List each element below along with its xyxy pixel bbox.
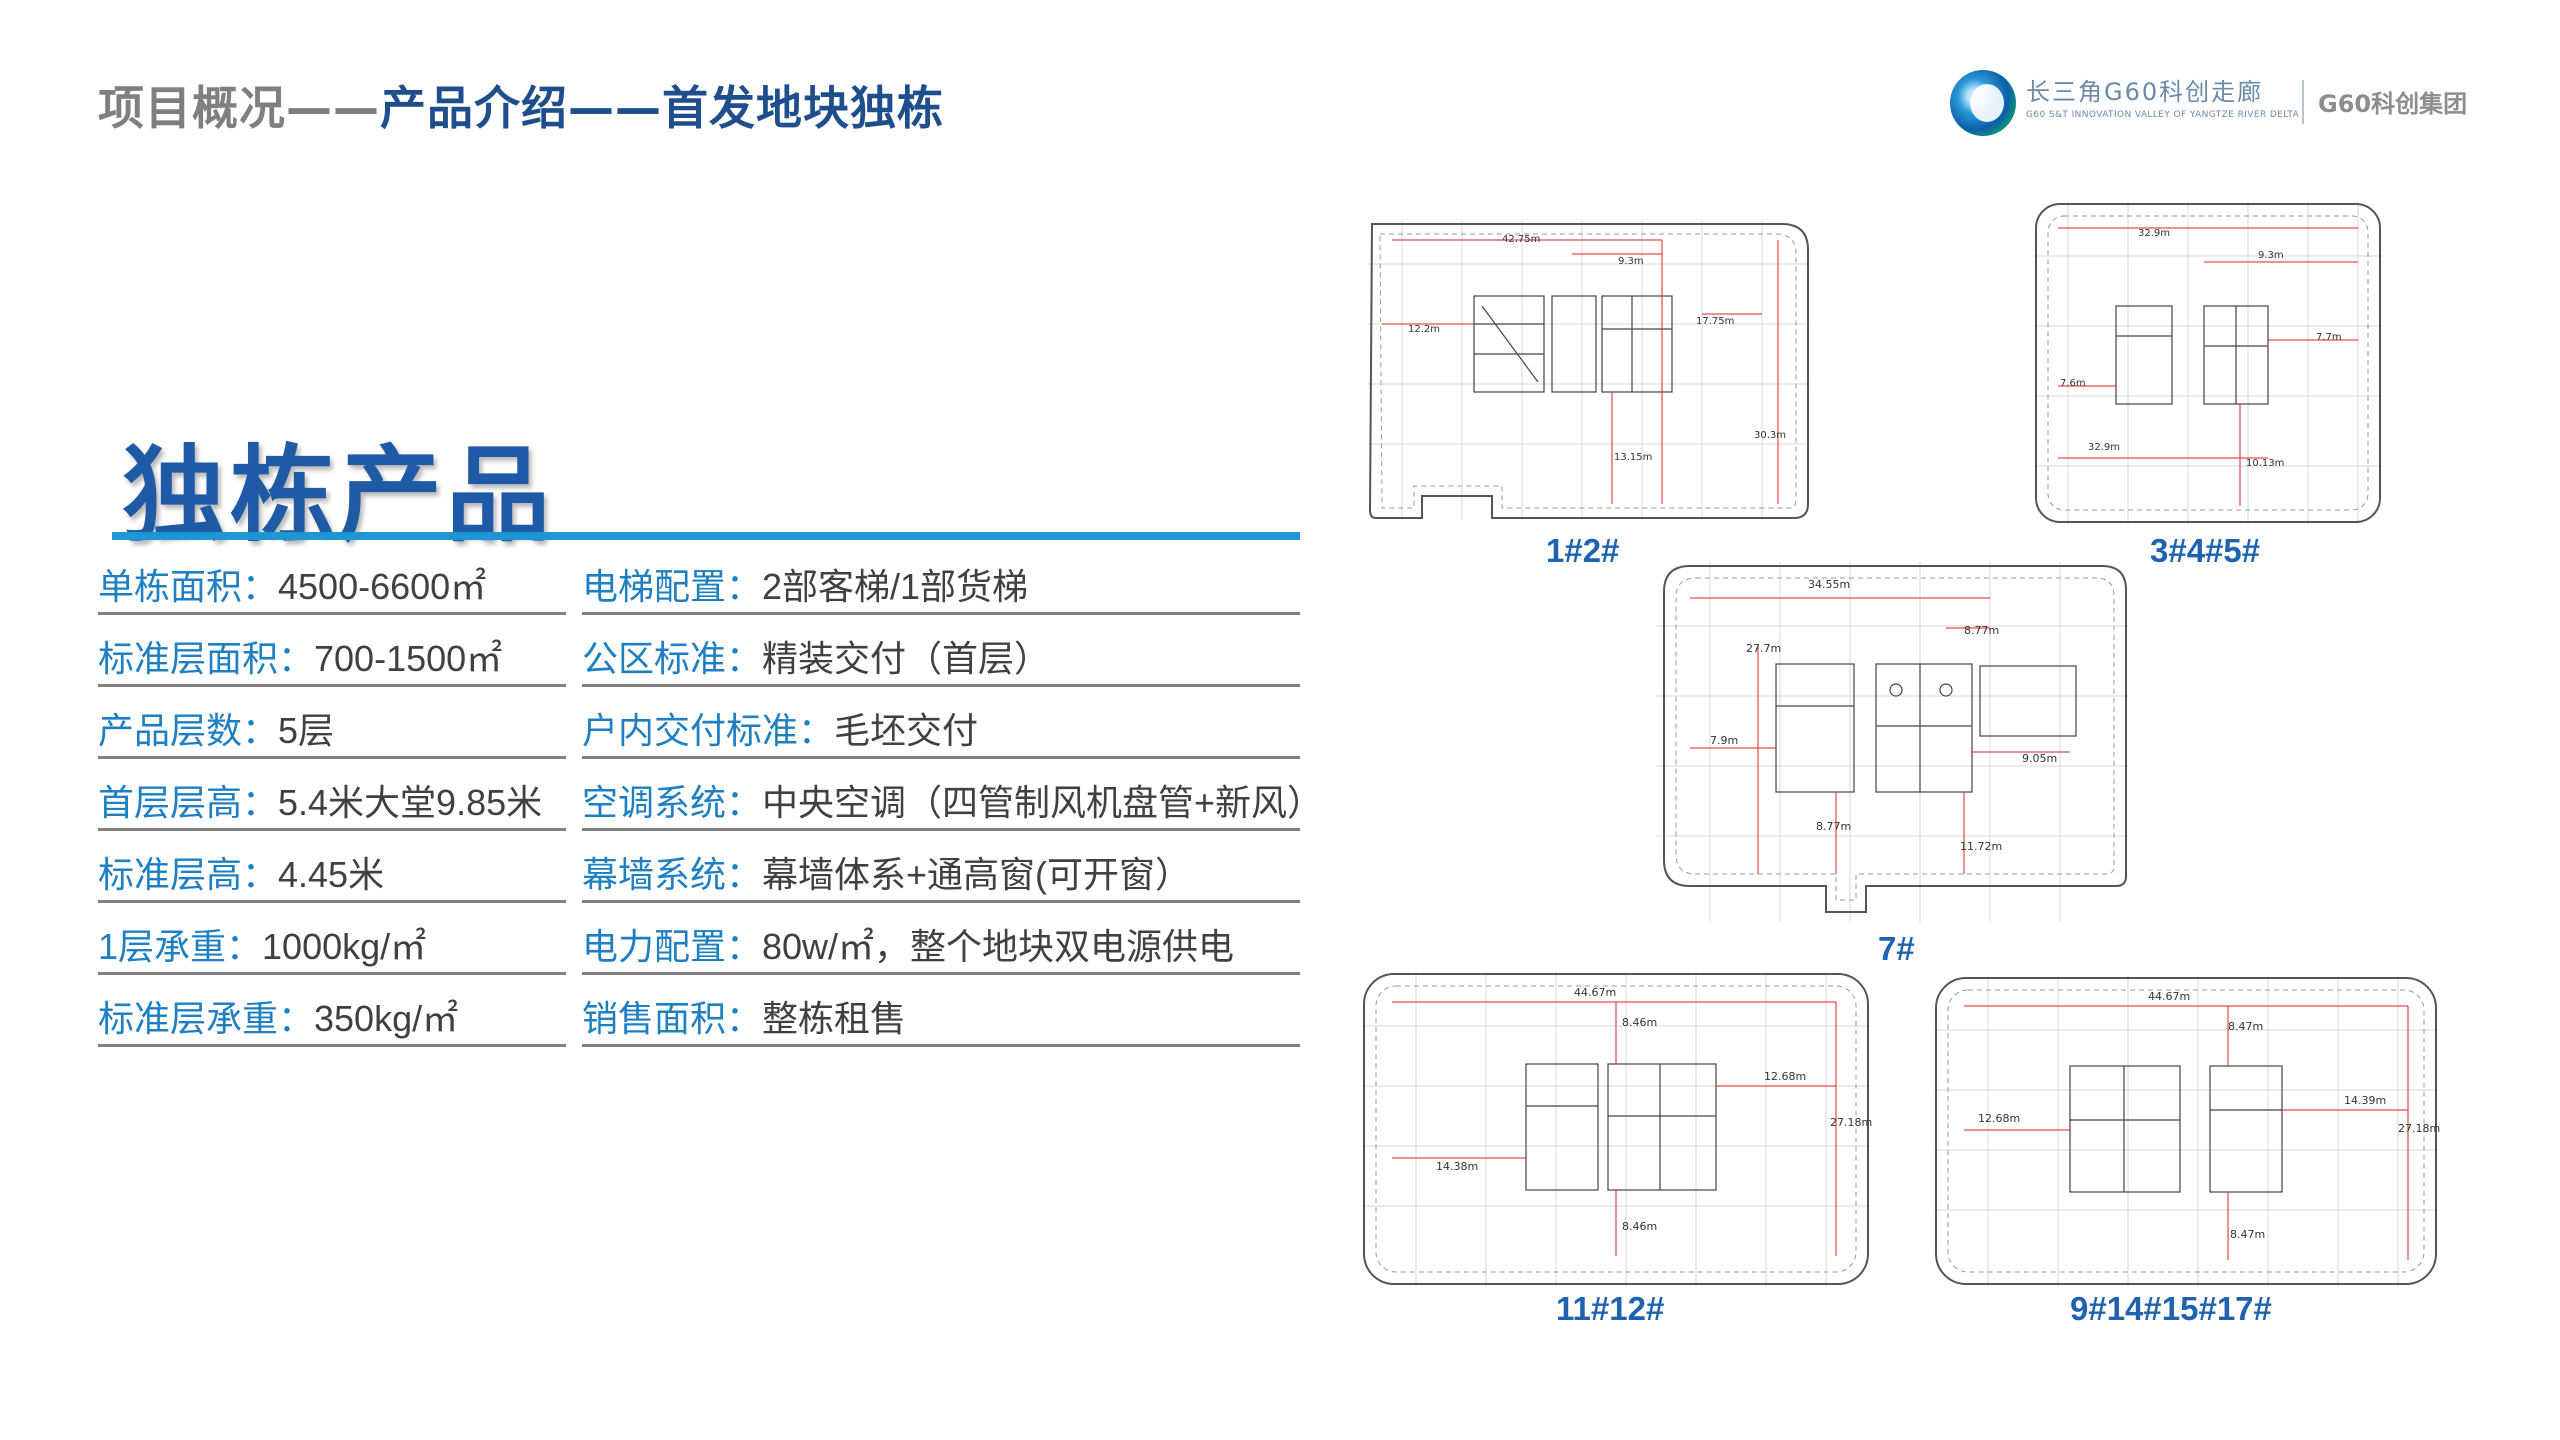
floor-plan-drawing — [1362, 972, 1870, 1286]
spec-divider — [582, 612, 1300, 615]
dimension-label: 8.46m — [1622, 1016, 1658, 1029]
spec-label: 销售面积： — [582, 998, 763, 1039]
dimension-label: 9.3m — [1618, 256, 1644, 267]
spec-label: 幕墙系统： — [582, 854, 763, 895]
spec-divider — [98, 612, 566, 615]
spec-value: 5.4米大堂9.85米 — [278, 782, 543, 823]
floor-plan-9-14-15-17: 44.67m 8.47m 12.68m 14.39m 27.18m 8.47m — [1928, 970, 2444, 1292]
spec-label: 空调系统： — [582, 782, 763, 823]
dimension-label: 9.3m — [2258, 250, 2284, 261]
floor-plan-1-2: 42.75m 9.3m 12.2m 17.75m 13.15m 30.3m — [1362, 214, 1816, 526]
spec-value: 整栋租售 — [762, 998, 907, 1039]
spec-divider — [98, 684, 566, 687]
dimension-label: 14.39m — [2344, 1094, 2387, 1107]
dimension-label: 8.77m — [1964, 624, 2000, 637]
dimension-label: 14.38m — [1436, 1160, 1479, 1173]
logo-cn-name: 长三角G60科创走廊 — [2026, 78, 2264, 106]
spec-value: 4.45米 — [278, 854, 385, 895]
spec-label: 1层承重： — [98, 926, 263, 967]
header-title-section: 项目概况—— — [98, 81, 380, 135]
dimension-label: 7.9m — [1710, 734, 1739, 747]
logo-en-name: G60 S&T INNOVATION VALLEY OF YANGTZE RIV… — [2026, 110, 2300, 120]
spec-label: 标准层高： — [98, 854, 279, 895]
dimension-label: 27.18m — [1830, 1116, 1873, 1129]
spec-label: 电力配置： — [582, 926, 763, 967]
spec-divider — [98, 972, 566, 975]
logo-divider — [2302, 80, 2304, 124]
spec-divider — [582, 756, 1300, 759]
spec-value: 80w/㎡，整个地块双电源供电 — [762, 926, 1235, 967]
spec-label: 首层层高： — [98, 782, 279, 823]
spec-label: 公区标准： — [582, 638, 763, 679]
spec-label: 单栋面积： — [98, 566, 279, 607]
spec-value: 700-1500㎡ — [314, 638, 503, 679]
spec-divider — [582, 1044, 1300, 1047]
floor-plan-drawing — [1934, 976, 2438, 1286]
spec-value: 精装交付（首层） — [762, 638, 1051, 679]
dimension-label: 9.05m — [2022, 752, 2058, 765]
spec-label: 标准层面积： — [98, 638, 315, 679]
spec-value: 幕墙体系+通高窗(可开窗） — [762, 854, 1192, 895]
spec-divider — [582, 972, 1300, 975]
company-logo: 长三角G60科创走廊 G60 S&T INNOVATION VALLEY OF … — [1950, 66, 2490, 142]
dimension-label: 44.67m — [2148, 990, 2191, 1003]
dimension-label: 12.2m — [1408, 324, 1441, 335]
floor-plan-7: 34.55m 27.7m 8.77m 7.9m 9.05m 8.77m 11.7… — [1650, 556, 2134, 928]
spec-value: 中央空调（四管制风机盘管+新风） — [762, 782, 1324, 823]
dimension-label: 8.47m — [2228, 1020, 2264, 1033]
logo-group-name: G60科创集团 — [2318, 90, 2468, 118]
floor-plan-11-12: 44.67m 8.46m 12.68m 27.18m 14.38m 8.46m — [1356, 966, 1876, 1292]
spec-divider — [582, 684, 1300, 687]
dimension-label: 27.18m — [2398, 1122, 2441, 1135]
spec-divider — [98, 828, 566, 831]
spec-divider — [98, 900, 566, 903]
spec-value: 350kg/㎡ — [314, 998, 459, 1039]
dimension-label: 30.3m — [1754, 430, 1787, 441]
plan-label-7: 7# — [1878, 930, 1915, 967]
dimension-label: 12.68m — [1978, 1112, 2021, 1125]
floor-plan-drawing — [1656, 562, 2128, 922]
spec-label: 电梯配置： — [582, 566, 763, 607]
dimension-label: 34.55m — [1808, 578, 1851, 591]
spec-divider — [98, 1044, 566, 1047]
dimension-label: 42.75m — [1502, 234, 1541, 245]
dimension-label: 32.9m — [2088, 442, 2121, 453]
dimension-label: 27.7m — [1746, 642, 1782, 655]
g60-logo-emblem-icon — [1950, 70, 2016, 136]
dimension-label: 7.7m — [2316, 332, 2342, 343]
page-header-title: 项目概况——产品介绍——首发地块独栋 — [98, 72, 944, 138]
spec-divider — [582, 828, 1300, 831]
plan-label-9-14-15-17: 9#14#15#17# — [2070, 1290, 2272, 1327]
plan-label-11-12: 11#12# — [1556, 1290, 1665, 1327]
spec-value: 2部客梯/1部货梯 — [762, 566, 1029, 607]
floor-plan-drawing — [2034, 202, 2382, 524]
plan-label-3-4-5: 3#4#5# — [2150, 532, 2261, 569]
dimension-label: 8.46m — [1622, 1220, 1658, 1233]
dimension-label: 10.13m — [2246, 458, 2285, 469]
plan-label-1-2: 1#2# — [1546, 532, 1620, 569]
dimension-label: 8.77m — [1816, 820, 1852, 833]
floor-plan-3-4-5: 32.9m 9.3m 7.7m 7.6m 32.9m 10.13m — [2028, 196, 2388, 530]
dimension-label: 7.6m — [2060, 378, 2086, 389]
spec-value: 4500-6600㎡ — [278, 566, 487, 607]
dimension-label: 8.47m — [2230, 1228, 2266, 1241]
spec-label: 产品层数： — [98, 710, 279, 751]
dimension-label: 11.72m — [1960, 840, 2003, 853]
dimension-label: 13.15m — [1614, 452, 1653, 463]
header-title-topic: 产品介绍——首发地块独栋 — [380, 81, 944, 135]
spec-value: 1000kg/㎡ — [262, 926, 427, 967]
title-underline — [112, 532, 1300, 540]
spec-value: 5层 — [278, 710, 335, 751]
floor-plan-drawing — [1368, 220, 1810, 520]
dimension-label: 44.67m — [1574, 986, 1617, 999]
spec-divider — [98, 756, 566, 759]
spec-value: 毛坯交付 — [834, 710, 979, 751]
spec-divider — [582, 900, 1300, 903]
spec-label: 户内交付标准： — [582, 710, 835, 751]
dimension-label: 12.68m — [1764, 1070, 1807, 1083]
spec-label: 标准层承重： — [98, 998, 315, 1039]
dimension-label: 17.75m — [1696, 316, 1735, 327]
dimension-label: 32.9m — [2138, 228, 2171, 239]
